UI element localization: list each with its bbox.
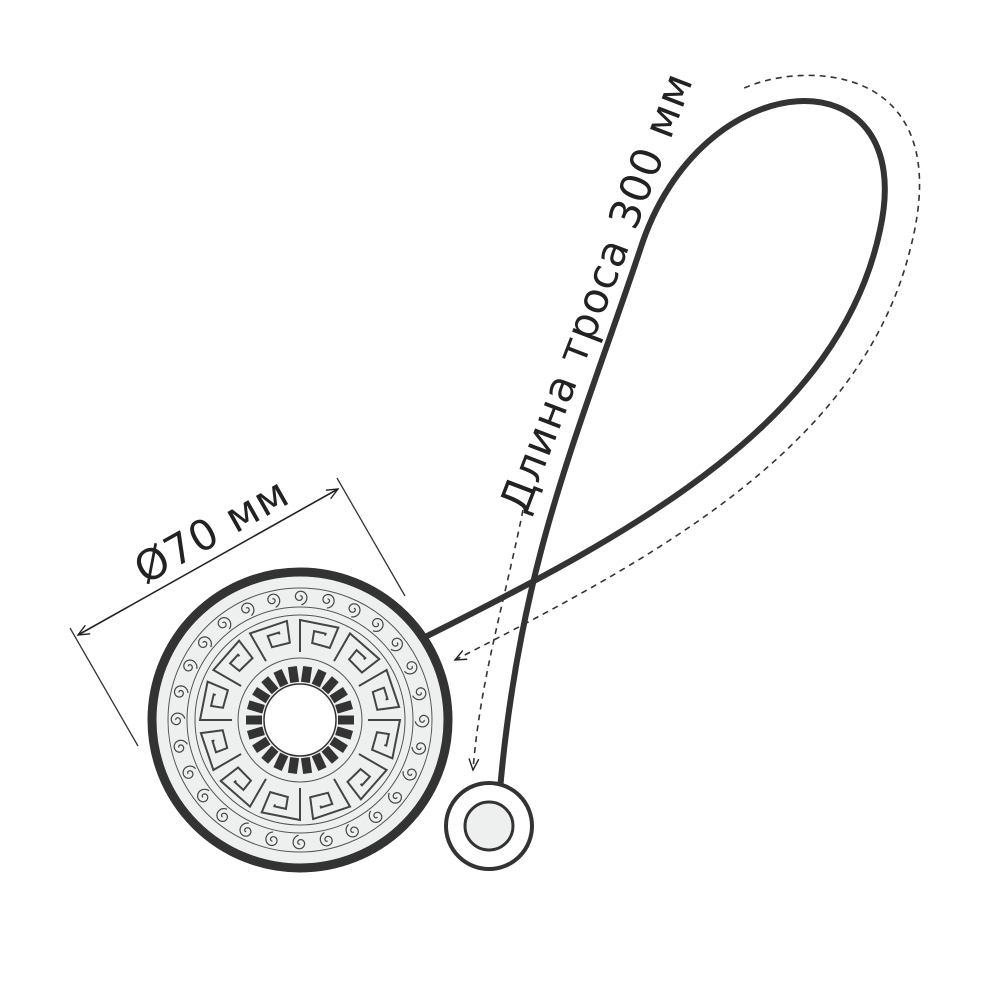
cable-length-label: Длина троса 300 мм xyxy=(490,66,703,520)
cable xyxy=(422,98,888,793)
cable-length-dimension-line xyxy=(455,74,921,660)
diameter-dimension xyxy=(69,477,406,747)
ring-stopper-icon xyxy=(444,781,534,871)
greek-key-meander-icon xyxy=(198,618,402,822)
wave-spiral-border-icon xyxy=(170,590,430,850)
decorative-disc xyxy=(147,567,453,873)
cable-length-dimension-line-lower xyxy=(473,509,524,770)
inner-block-ring xyxy=(246,665,354,775)
